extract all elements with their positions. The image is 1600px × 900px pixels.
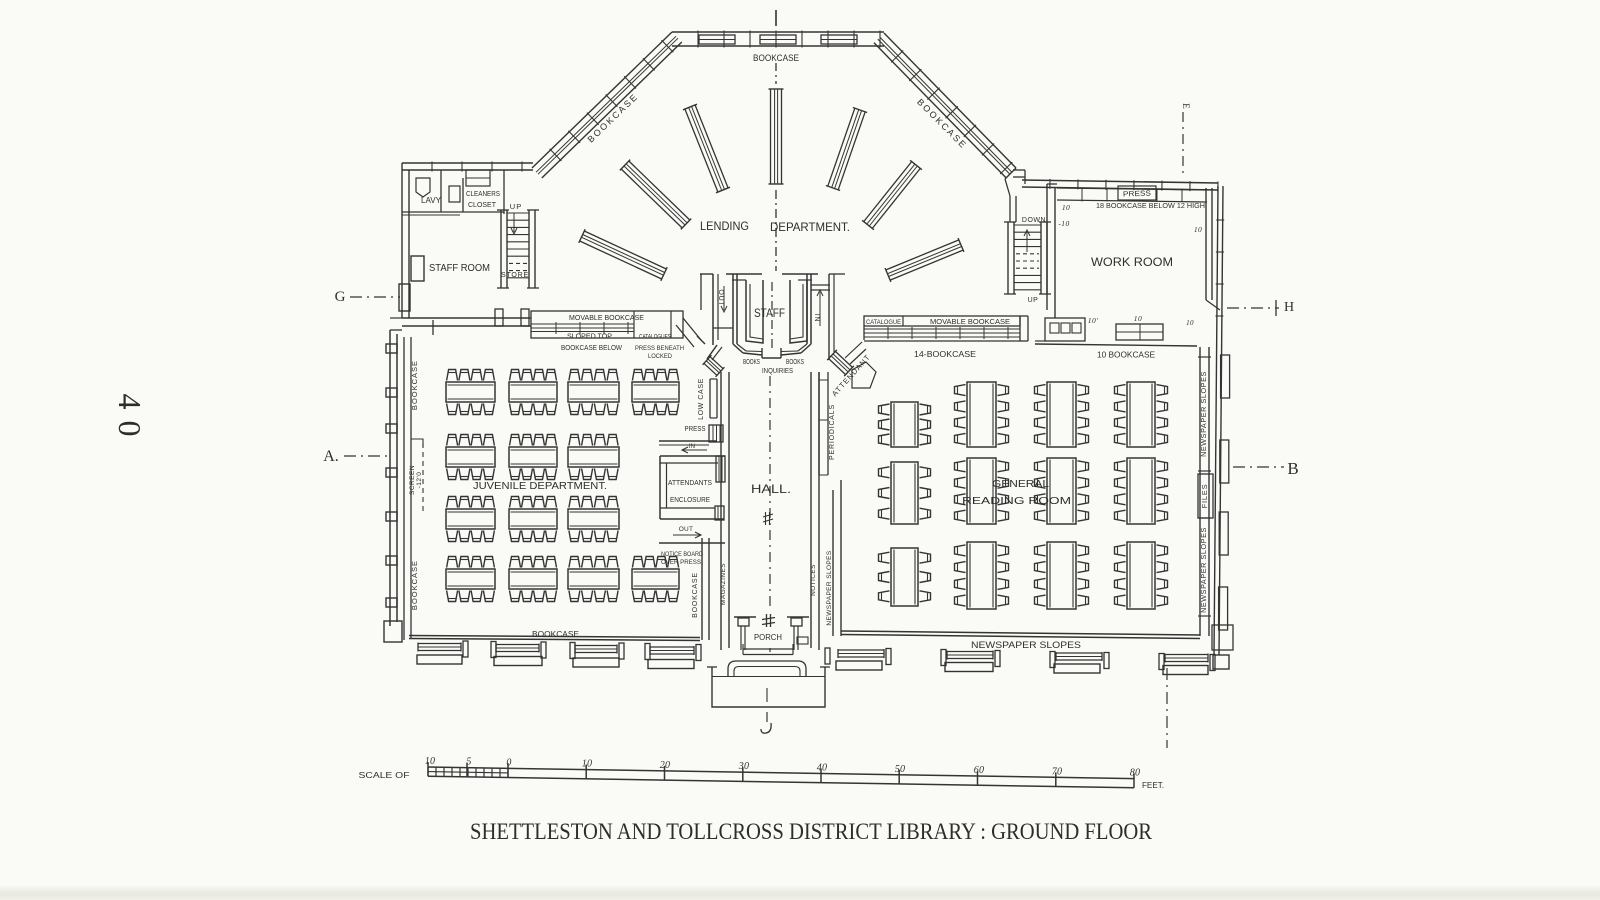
svg-text:SCREEN: SCREEN	[409, 465, 416, 495]
svg-text:E: E	[1181, 103, 1191, 109]
svg-text:NEWSPAPER SLOPES: NEWSPAPER SLOPES	[1199, 527, 1208, 613]
svg-text:CLOSET: CLOSET	[468, 200, 496, 209]
svg-text:10: 10	[1134, 314, 1143, 323]
svg-text:BOOKS: BOOKS	[743, 359, 760, 366]
svg-text:DOWN: DOWN	[1022, 217, 1046, 224]
svg-text:MOVABLE BOOKCASE: MOVABLE BOOKCASE	[569, 313, 644, 322]
svg-text:18 BOOKCASE BELOW 12 HIGH: 18 BOOKCASE BELOW 12 HIGH	[1096, 203, 1205, 210]
svg-text:WORK ROOM: WORK ROOM	[1091, 257, 1173, 269]
svg-text:10 BOOKCASE: 10 BOOKCASE	[1097, 350, 1155, 360]
svg-text:14-BOOKCASE: 14-BOOKCASE	[914, 349, 976, 359]
svg-text:CATALOGUES: CATALOGUES	[639, 334, 671, 341]
svg-text:PRESS: PRESS	[685, 426, 706, 433]
svg-text:ENCLOSURE: ENCLOSURE	[670, 495, 710, 504]
svg-text:70: 70	[1052, 766, 1063, 777]
svg-text:HALL.: HALL.	[751, 482, 791, 496]
svg-text:LOCKED: LOCKED	[648, 353, 672, 360]
svg-text:PORCH: PORCH	[754, 632, 782, 642]
svg-text:10: 10	[1186, 319, 1194, 327]
svg-text:80: 80	[1130, 768, 1141, 779]
svg-text:OVER PRESS: OVER PRESS	[661, 559, 701, 566]
svg-text:10: 10	[1062, 203, 1070, 212]
svg-text:BOOKCASE: BOOKCASE	[410, 360, 419, 410]
svg-text:STAFF: STAFF	[754, 308, 785, 320]
svg-text:DEPARTMENT.: DEPARTMENT.	[770, 222, 850, 234]
svg-text:CATALOGUE: CATALOGUE	[866, 319, 902, 326]
svg-text:BOOKCASE BELOW: BOOKCASE BELOW	[561, 343, 623, 352]
svg-text:SLOPED TOP: SLOPED TOP	[567, 332, 612, 341]
svg-text:MAGAZINES: MAGAZINES	[720, 563, 727, 605]
svg-text:PRESS: PRESS	[1123, 189, 1151, 199]
svg-text:BOOKCASE: BOOKCASE	[753, 53, 799, 63]
svg-text:LOW CASE: LOW CASE	[698, 378, 705, 420]
svg-text:50: 50	[895, 764, 906, 775]
svg-text:BOOKCASE: BOOKCASE	[532, 629, 579, 639]
svg-text:10': 10'	[1088, 316, 1099, 325]
svg-text:JUVENILE DEPARTMENT.: JUVENILE DEPARTMENT.	[473, 481, 607, 492]
svg-text:READING ROOM: READING ROOM	[962, 495, 1071, 507]
svg-text:MOVABLE BOOKCASE: MOVABLE BOOKCASE	[930, 317, 1010, 326]
svg-text:BOOKCASE: BOOKCASE	[586, 91, 641, 144]
svg-text:-12'0: -12'0	[416, 472, 423, 489]
svg-text:40: 40	[112, 394, 148, 448]
svg-text:SHETTLESTON AND TOLLCROSS DIST: SHETTLESTON AND TOLLCROSS DISTRICT LIBRA…	[470, 819, 1152, 845]
svg-text:IN: IN	[813, 314, 820, 323]
svg-text:A.: A.	[323, 448, 339, 465]
svg-text:BOOKS: BOOKS	[786, 359, 804, 366]
svg-text:LAVY: LAVY	[421, 195, 441, 205]
svg-text:CLEANERS: CLEANERS	[466, 189, 500, 198]
svg-text:NEWSPAPER SLOPES: NEWSPAPER SLOPES	[971, 640, 1081, 650]
svg-text:30: 30	[738, 761, 750, 772]
svg-text:0: 0	[506, 757, 511, 768]
svg-text:BOOKCASE: BOOKCASE	[410, 560, 419, 610]
svg-text:OUT: OUT	[717, 289, 724, 306]
svg-text:60: 60	[974, 765, 985, 776]
svg-text:ATTENDANTS: ATTENDANTS	[668, 478, 712, 487]
svg-text:10: 10	[1194, 225, 1202, 234]
svg-text:G: G	[335, 289, 346, 305]
svg-text:40: 40	[817, 763, 828, 774]
svg-text:5: 5	[466, 757, 471, 768]
svg-text:FILES: FILES	[1200, 484, 1209, 509]
svg-text:SCALE OF: SCALE OF	[359, 770, 410, 780]
svg-text:STAFF ROOM: STAFF ROOM	[429, 263, 490, 274]
svg-text:NEWSPAPER SLOPES: NEWSPAPER SLOPES	[826, 550, 833, 626]
svg-text:LENDING: LENDING	[700, 221, 749, 233]
svg-text:B: B	[1287, 459, 1298, 478]
svg-text:GENERAL: GENERAL	[992, 478, 1049, 490]
svg-text:PRESS BENEATH: PRESS BENEATH	[635, 345, 684, 352]
svg-text:NEWSPAPER SLOPES: NEWSPAPER SLOPES	[1199, 371, 1208, 457]
svg-text:FEET.: FEET.	[1142, 780, 1164, 790]
svg-text:NOTICES: NOTICES	[810, 564, 817, 596]
svg-text:-10: -10	[1058, 219, 1069, 228]
svg-text:ATTENDANT: ATTENDANT	[830, 352, 872, 398]
svg-text:20: 20	[660, 760, 671, 771]
svg-text:IN: IN	[689, 444, 696, 450]
svg-text:10: 10	[582, 759, 593, 770]
svg-text:BOOKCASE: BOOKCASE	[692, 572, 699, 618]
svg-text:10: 10	[425, 756, 436, 767]
svg-text:INQUIRIES: INQUIRIES	[762, 366, 793, 375]
svg-text:PERIODICALS: PERIODICALS	[829, 404, 836, 460]
svg-text:UP: UP	[1028, 297, 1039, 304]
svg-text:NOTICE BOARD: NOTICE BOARD	[661, 551, 703, 558]
svg-text:H: H	[1284, 300, 1294, 315]
svg-text:UP: UP	[510, 202, 522, 211]
svg-text:OUT: OUT	[679, 526, 694, 533]
svg-text:STORE: STORE	[501, 272, 529, 279]
